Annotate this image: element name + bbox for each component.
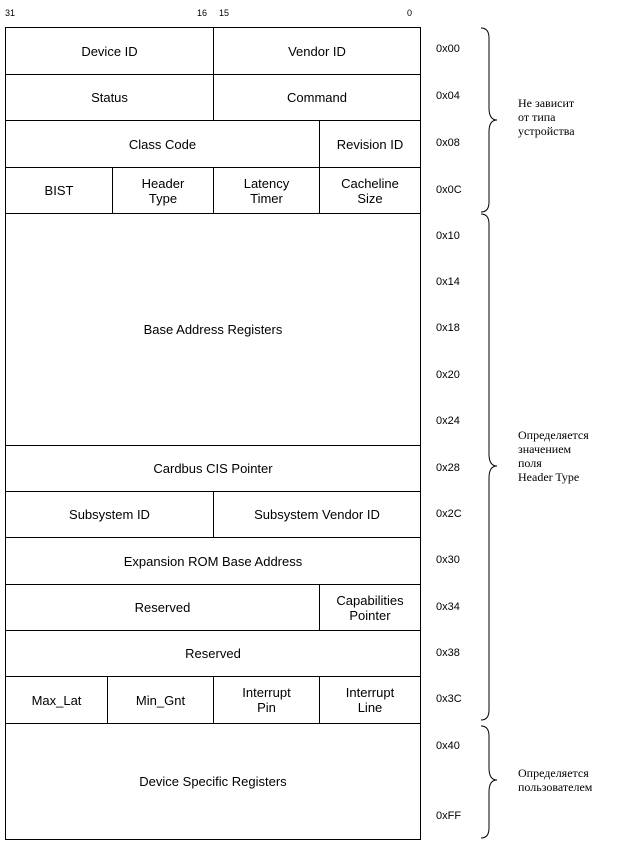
note-line: Определяется — [518, 766, 589, 780]
offset-label: 0x18 — [436, 322, 460, 334]
note-line: устройства — [518, 124, 575, 138]
reserved-cell-2: Reserved — [5, 630, 421, 677]
interrupt-pin-text-line2: Pin — [257, 700, 276, 715]
note-line: значением — [518, 442, 572, 456]
note-line: Header Type — [518, 470, 580, 484]
device-specific-registers-text: Device Specific Registers — [139, 774, 287, 789]
offset-label: 0x38 — [436, 647, 460, 659]
status-text: Status — [91, 90, 128, 105]
bist-cell: BIST — [5, 167, 113, 214]
interrupt-line-text-line1: Interrupt — [345, 685, 395, 700]
offset-label: 0x30 — [436, 554, 460, 566]
offset-label: 0x20 — [436, 369, 460, 381]
cardbus-cis-pointer-cell: Cardbus CIS Pointer — [5, 445, 421, 492]
offset-label: 0xFF — [436, 810, 462, 822]
offset-label: 0x04 — [436, 90, 460, 102]
note-header-type-defined: Определяется значением поля Header Type — [518, 428, 589, 484]
offset-label: 0x28 — [436, 462, 460, 474]
cardbus-cis-pointer-text: Cardbus CIS Pointer — [153, 461, 273, 476]
expansion-rom-cell: Expansion ROM Base Address — [5, 537, 421, 585]
class-code-text: Class Code — [128, 136, 197, 152]
brace-header-type-icon — [480, 213, 498, 721]
bit-0-label: 0 — [407, 8, 413, 18]
offset-label: 0x0C — [436, 184, 462, 196]
offset-label: 0x10 — [436, 230, 460, 242]
subsystem-vendor-id-text: Subsystem Vendor ID — [254, 507, 380, 522]
capabilities-pointer-text-line2: Pointer — [349, 607, 391, 623]
device-id-text: Device ID — [81, 43, 138, 59]
bit-31-label: 31 — [5, 8, 16, 18]
note-line: от типа — [518, 110, 556, 124]
offset-label: 0x34 — [436, 601, 460, 613]
offset-label: 0x14 — [436, 276, 460, 288]
latency-timer-text-line1: Latency — [243, 175, 290, 191]
cacheline-size-text-line1: Cacheline — [341, 175, 399, 191]
bist-text: BIST — [44, 183, 74, 198]
note-line: Определяется — [518, 428, 589, 442]
expansion-rom-text: Expansion ROM Base Address — [123, 553, 303, 569]
interrupt-line-text-line2: Line — [357, 700, 383, 715]
max-lat-text: Max_Lat — [31, 692, 82, 708]
subsystem-id-cell: Subsystem ID — [5, 491, 214, 538]
header-type-text-line2: Type — [148, 190, 178, 206]
offset-label: 0x40 — [436, 740, 460, 752]
revision-id-text: Revision ID — [336, 136, 404, 152]
revision-id-cell: Revision ID — [319, 120, 421, 168]
note-user-defined: Определяется пользователем — [518, 766, 592, 794]
command-cell: Command — [213, 74, 421, 121]
offset-label: 0x2C — [436, 508, 462, 520]
status-cell: Status — [5, 74, 214, 121]
reserved-text-2: Reserved — [185, 646, 241, 661]
brace-independent-icon — [480, 27, 498, 213]
brace-user-icon — [480, 725, 498, 839]
min-gnt-cell: Min_Gnt — [107, 676, 214, 724]
note-line: пользователем — [518, 780, 593, 794]
offset-label: 0x3C — [436, 693, 462, 705]
reserved-text-1: Reserved — [134, 600, 191, 615]
subsystem-vendor-id-cell: Subsystem Vendor ID — [213, 491, 421, 538]
max-lat-cell: Max_Lat — [5, 676, 108, 724]
note-line: Не зависит — [518, 96, 575, 110]
device-id-cell: Device ID — [5, 27, 214, 75]
vendor-id-cell: Vendor ID — [213, 27, 421, 75]
base-address-registers-text: Base Address Registers — [143, 322, 283, 337]
cacheline-size-text-line2: Size — [357, 190, 383, 206]
note-line: поля — [518, 456, 542, 470]
offset-label: 0x24 — [436, 415, 460, 427]
bit-16-label: 16 — [197, 8, 208, 18]
command-text: Command — [287, 90, 347, 105]
min-gnt-text: Min_Gnt — [135, 692, 186, 708]
reserved-cell-1: Reserved — [5, 584, 320, 631]
bit-15-label: 15 — [219, 8, 230, 18]
subsystem-id-text: Subsystem ID — [69, 507, 150, 522]
vendor-id-text: Vendor ID — [288, 43, 346, 59]
capabilities-pointer-text-line1: Capabilities — [336, 592, 404, 608]
interrupt-pin-text-line1: Interrupt — [242, 685, 291, 700]
header-type-text-line1: Header — [141, 175, 185, 191]
offset-label: 0x00 — [436, 43, 460, 55]
class-code-cell: Class Code — [5, 120, 320, 168]
note-device-independent: Не зависит от типа устройства — [518, 96, 575, 138]
device-specific-registers-cell: Device Specific Registers — [5, 723, 421, 840]
base-address-registers-cell: Base Address Registers — [5, 213, 421, 446]
latency-timer-text-line2: Timer — [250, 190, 283, 206]
offset-label: 0x08 — [436, 137, 460, 149]
